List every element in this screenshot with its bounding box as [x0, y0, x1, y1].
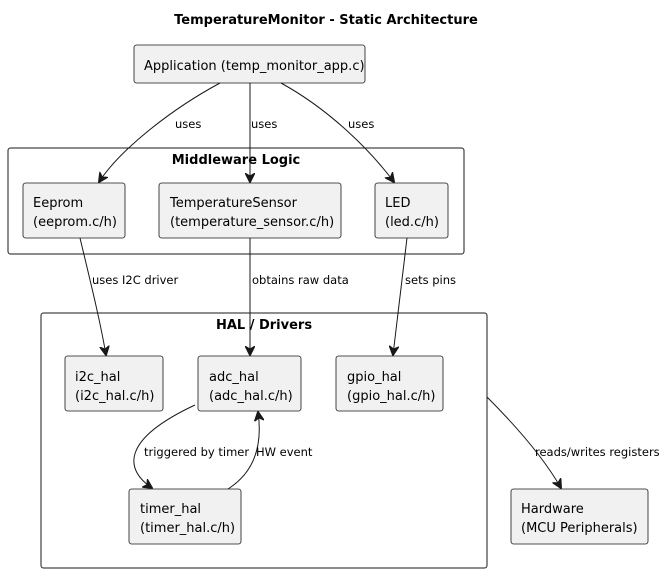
edge-timer-adc-label: HW event [256, 445, 313, 459]
edge-eeprom-i2c-label: uses I2C driver [92, 273, 178, 287]
node-i2c-hal[interactable]: i2c_hal (i2c_hal.c/h) [64, 355, 164, 412]
edge-adc-timer-label: triggered by timer [144, 445, 249, 459]
node-gpio-hal[interactable]: gpio_hal (gpio_hal.c/h) [335, 355, 444, 412]
node-timer-hal-line-2: (timer_hal.c/h) [140, 521, 235, 536]
node-i2c-hal-line-1: i2c_hal [75, 370, 120, 385]
edge-app-led [280, 82, 394, 182]
node-temperature-sensor-line-2: (temperature_sensor.c/h) [170, 215, 334, 230]
package-hal: HAL / Drivers [40, 312, 488, 569]
edge-app-temp-label: uses [251, 117, 277, 131]
edge-eeprom-i2c [79, 237, 106, 355]
package-middleware: Middleware Logic [7, 147, 465, 255]
node-led[interactable]: LED (led.c/h) [374, 182, 449, 239]
node-application[interactable]: Application (temp_monitor_app.c) [133, 44, 366, 84]
node-gpio-hal-line-1: gpio_hal [347, 370, 401, 385]
edge-hal-hardware-label: reads/writes registers [535, 445, 660, 459]
node-led-line-1: LED [385, 196, 410, 211]
edge-led-gpio [393, 237, 408, 355]
node-eeprom-line-2: (eeprom.c/h) [33, 215, 117, 230]
node-adc-hal[interactable]: adc_hal (adc_hal.c/h) [197, 355, 302, 412]
edge-adc-timer [133, 404, 196, 488]
node-adc-hal-line-1: adc_hal [209, 370, 259, 385]
diagram-title: TemperatureMonitor - Static Architecture [174, 13, 478, 28]
node-i2c-hal-line-2: (i2c_hal.c/h) [75, 389, 154, 404]
node-eeprom[interactable]: Eeprom (eeprom.c/h) [22, 182, 126, 239]
edge-app-eeprom-label: uses [175, 117, 201, 131]
node-temperature-sensor[interactable]: TemperatureSensor (temperature_sensor.c/… [158, 182, 342, 239]
node-timer-hal-line-1: timer_hal [140, 502, 201, 517]
edge-led-gpio-label: sets pins [405, 273, 456, 287]
node-timer-hal[interactable]: timer_hal (timer_hal.c/h) [128, 488, 242, 545]
edge-app-eeprom [99, 82, 221, 182]
node-adc-hal-line-2: (adc_hal.c/h) [209, 389, 293, 404]
edge-hal-hardware [486, 396, 561, 488]
node-hardware-line-2: (MCU Peripherals) [521, 521, 638, 536]
node-temperature-sensor-line-1: TemperatureSensor [169, 196, 298, 211]
package-hal-title: HAL / Drivers [216, 318, 312, 333]
package-middleware-title: Middleware Logic [172, 153, 301, 168]
edge-temp-adc-label: obtains raw data [252, 273, 349, 287]
node-hardware[interactable]: Hardware (MCU Peripherals) [510, 488, 649, 545]
node-hardware-line-1: Hardware [521, 502, 584, 517]
edge-timer-adc [227, 412, 259, 490]
edge-app-led-label: uses [348, 117, 374, 131]
node-application-line-1: Application (temp_monitor_app.c) [144, 59, 365, 74]
node-eeprom-line-1: Eeprom [33, 196, 83, 211]
node-led-line-2: (led.c/h) [385, 215, 439, 230]
node-gpio-hal-line-2: (gpio_hal.c/h) [347, 389, 435, 404]
